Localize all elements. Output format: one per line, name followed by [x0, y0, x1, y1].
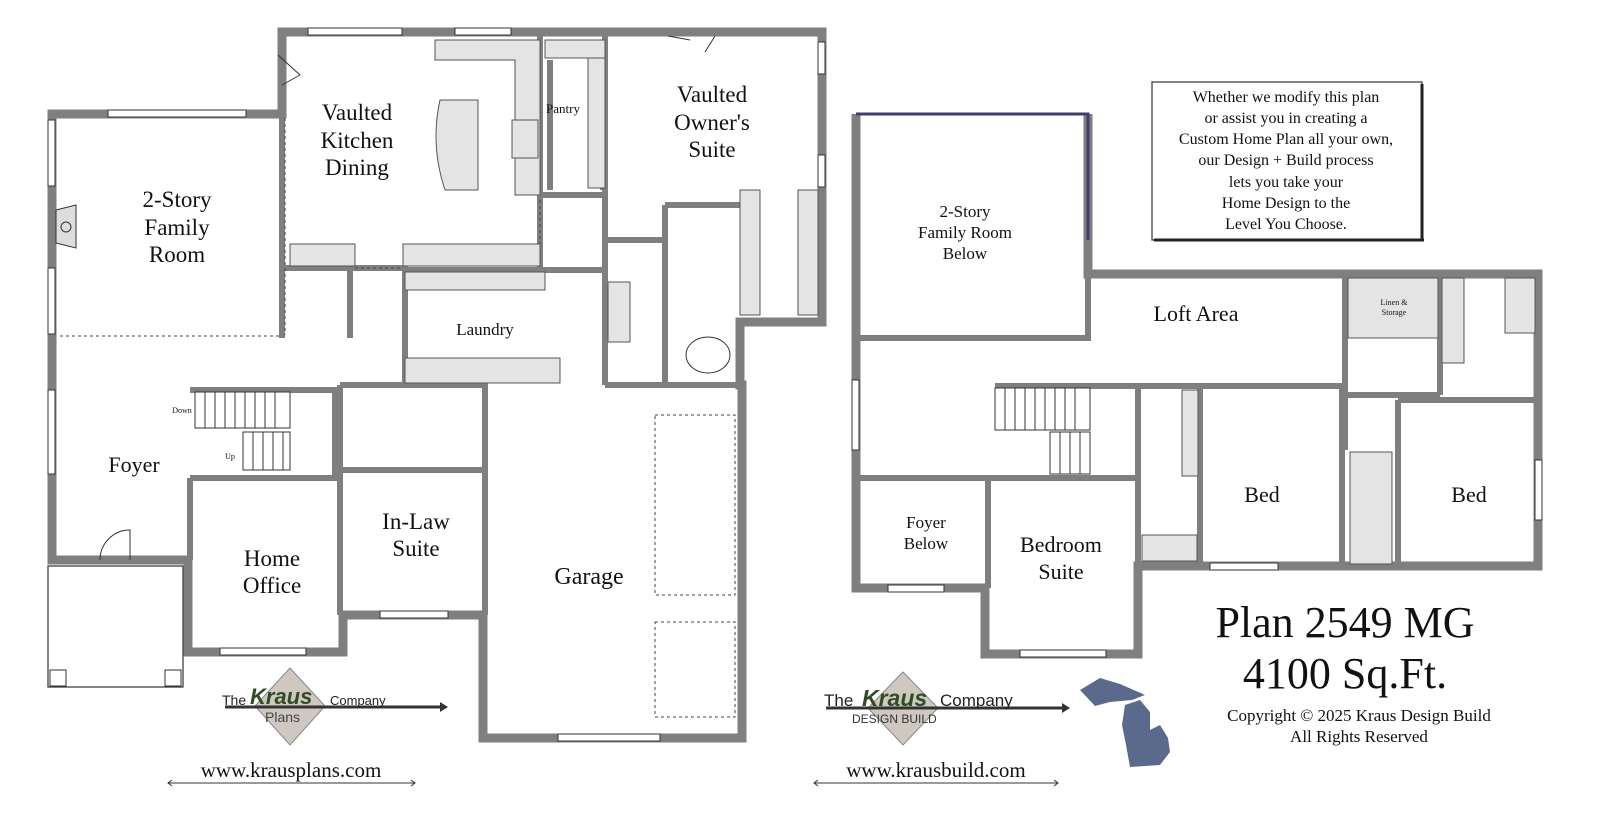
- fireplace-icon: [60, 221, 72, 233]
- room-label-linen: Linen &Storage: [1381, 298, 1409, 317]
- window: [454, 27, 512, 36]
- room-label-laundry: Laundry: [456, 320, 514, 339]
- interior-walls: [856, 274, 1538, 588]
- copyright: Copyright © 2025 Kraus Design Build: [1227, 706, 1491, 725]
- stairs: [994, 387, 1091, 475]
- porch-column: [164, 669, 182, 687]
- open-to-below-edge: [856, 112, 1090, 240]
- bathtub-icon: [1504, 277, 1536, 334]
- window: [107, 109, 247, 118]
- window: [1209, 562, 1279, 571]
- plan-area: 4100 Sq.Ft.: [1243, 649, 1447, 698]
- window: [1534, 459, 1543, 521]
- stairs-down-label: Down: [172, 406, 192, 415]
- svg-text:www.krausbuild.com: www.krausbuild.com: [846, 758, 1025, 782]
- porch: [47, 565, 184, 688]
- counter: [402, 243, 541, 267]
- closet-shelf: [1349, 451, 1393, 565]
- exterior-walls-first-floor: [47, 27, 827, 743]
- window: [557, 733, 661, 742]
- stairs-up-label: Up: [225, 452, 235, 461]
- svg-text:DESIGN BUILD: DESIGN BUILD: [852, 712, 937, 726]
- window: [47, 119, 56, 187]
- window: [307, 27, 403, 36]
- svg-text:Kraus: Kraus: [862, 685, 927, 711]
- range-icon: [511, 119, 539, 159]
- window: [219, 647, 307, 656]
- bathtub-icon: [685, 336, 731, 374]
- door[interactable]: [667, 35, 716, 53]
- window: [1019, 649, 1107, 658]
- pantry-shelf: [587, 57, 606, 189]
- bathtub-icon: [1141, 534, 1198, 562]
- window: [379, 610, 449, 619]
- closet-shelf: [797, 189, 819, 316]
- room-label-bed: Bed: [1451, 482, 1486, 507]
- svg-text:Company: Company: [940, 691, 1013, 710]
- porch-column: [49, 669, 67, 687]
- window: [47, 389, 56, 475]
- kraus-design-build-logo: The Kraus Company DESIGN BUILD: [824, 671, 1070, 746]
- svg-text:The: The: [222, 692, 246, 708]
- michigan-map-icon: [1080, 678, 1170, 767]
- website-link-krausplans[interactable]: www.krausplans.com: [167, 758, 416, 787]
- kitchen-counter: [434, 39, 541, 196]
- laundry-cabinets: [404, 271, 546, 291]
- kitchen-island: [435, 99, 479, 191]
- svg-text:Kraus: Kraus: [250, 684, 312, 709]
- window: [47, 267, 56, 335]
- svg-text:Company: Company: [330, 693, 386, 708]
- window: [851, 379, 860, 451]
- linen-storage: [1347, 277, 1439, 339]
- closet-shelf: [739, 189, 761, 316]
- window: [817, 41, 826, 75]
- window: [817, 154, 826, 188]
- window: [887, 584, 945, 593]
- room-label-garage: Garage: [554, 564, 623, 590]
- website-link-krausbuild[interactable]: www.krausbuild.com: [813, 758, 1059, 787]
- door[interactable]: [277, 54, 301, 86]
- pantry-shelf: [544, 39, 606, 59]
- svg-text:www.krausplans.com: www.krausplans.com: [201, 758, 382, 782]
- counter: [289, 243, 356, 267]
- closet-shelf: [1181, 389, 1199, 477]
- kraus-plans-logo: The Kraus Company Plans: [222, 667, 448, 746]
- room-label-foyer: Foyer: [108, 452, 160, 477]
- fireplace: [55, 204, 77, 249]
- stairs: [194, 391, 291, 471]
- svg-text:Plans: Plans: [265, 709, 300, 725]
- plan-title: Plan 2549 MG: [1215, 598, 1474, 647]
- washer-dryer: [404, 357, 561, 384]
- rights: All Rights Reserved: [1290, 727, 1428, 746]
- car-outline: [654, 414, 736, 596]
- room-label-bed: Bed: [1244, 482, 1279, 507]
- car-outline: [654, 621, 736, 718]
- front-door[interactable]: [99, 529, 131, 561]
- vanity: [1441, 277, 1465, 364]
- vanity: [607, 281, 631, 343]
- svg-text:The: The: [824, 691, 853, 710]
- room-label-pantry: Pantry: [546, 101, 580, 116]
- room-label-loft: Loft Area: [1154, 301, 1239, 326]
